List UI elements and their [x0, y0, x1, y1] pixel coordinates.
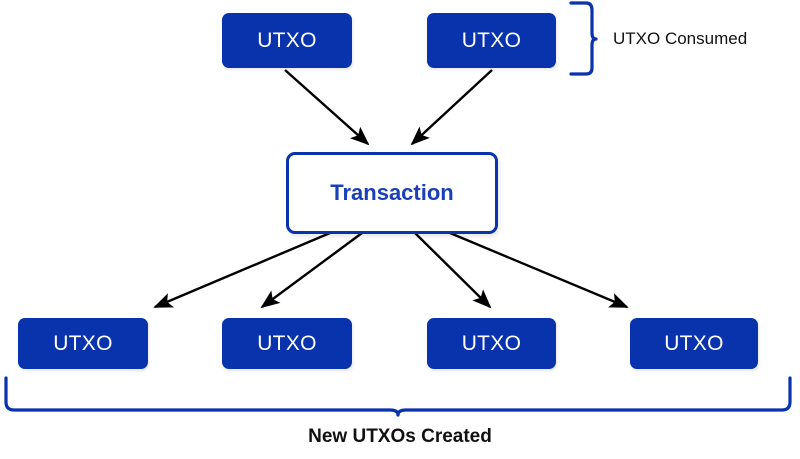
input-utxo-label-2: UTXO	[461, 28, 522, 52]
input-arrow-1	[284, 69, 370, 146]
output-utxo-box-3[interactable]: UTXO	[427, 318, 556, 369]
output-arrows	[153, 231, 629, 309]
output-utxo-box-1[interactable]: UTXO	[18, 318, 148, 369]
new-utxos-created-caption: New UTXOs Created	[308, 426, 492, 447]
new-utxos-created-brace	[4, 376, 792, 417]
input-utxo-box-1[interactable]: UTXO	[222, 13, 352, 68]
output-utxo-label-1: UTXO	[53, 331, 113, 355]
utxo-consumed-caption: UTXO Consumed	[613, 29, 748, 48]
output-utxo-label-3: UTXO	[461, 331, 522, 355]
output-arrow-4	[449, 231, 629, 309]
output-utxo-box-2[interactable]: UTXO	[222, 318, 352, 369]
input-arrows	[284, 69, 493, 146]
output-arrow-3	[414, 232, 492, 309]
output-utxo-label-4: UTXO	[664, 331, 724, 355]
input-arrow-2	[410, 69, 493, 146]
output-utxo-box-4[interactable]: UTXO	[630, 318, 758, 369]
transaction-box[interactable]: Transaction	[286, 152, 498, 234]
output-arrow-2	[260, 232, 363, 309]
input-utxo-box-2[interactable]: UTXO	[427, 13, 556, 68]
transaction-label: Transaction	[330, 180, 454, 205]
output-arrow-1	[153, 231, 331, 309]
output-utxo-label-2: UTXO	[257, 331, 317, 355]
input-utxo-label-1: UTXO	[257, 28, 317, 52]
utxo-consumed-brace	[569, 1, 598, 76]
